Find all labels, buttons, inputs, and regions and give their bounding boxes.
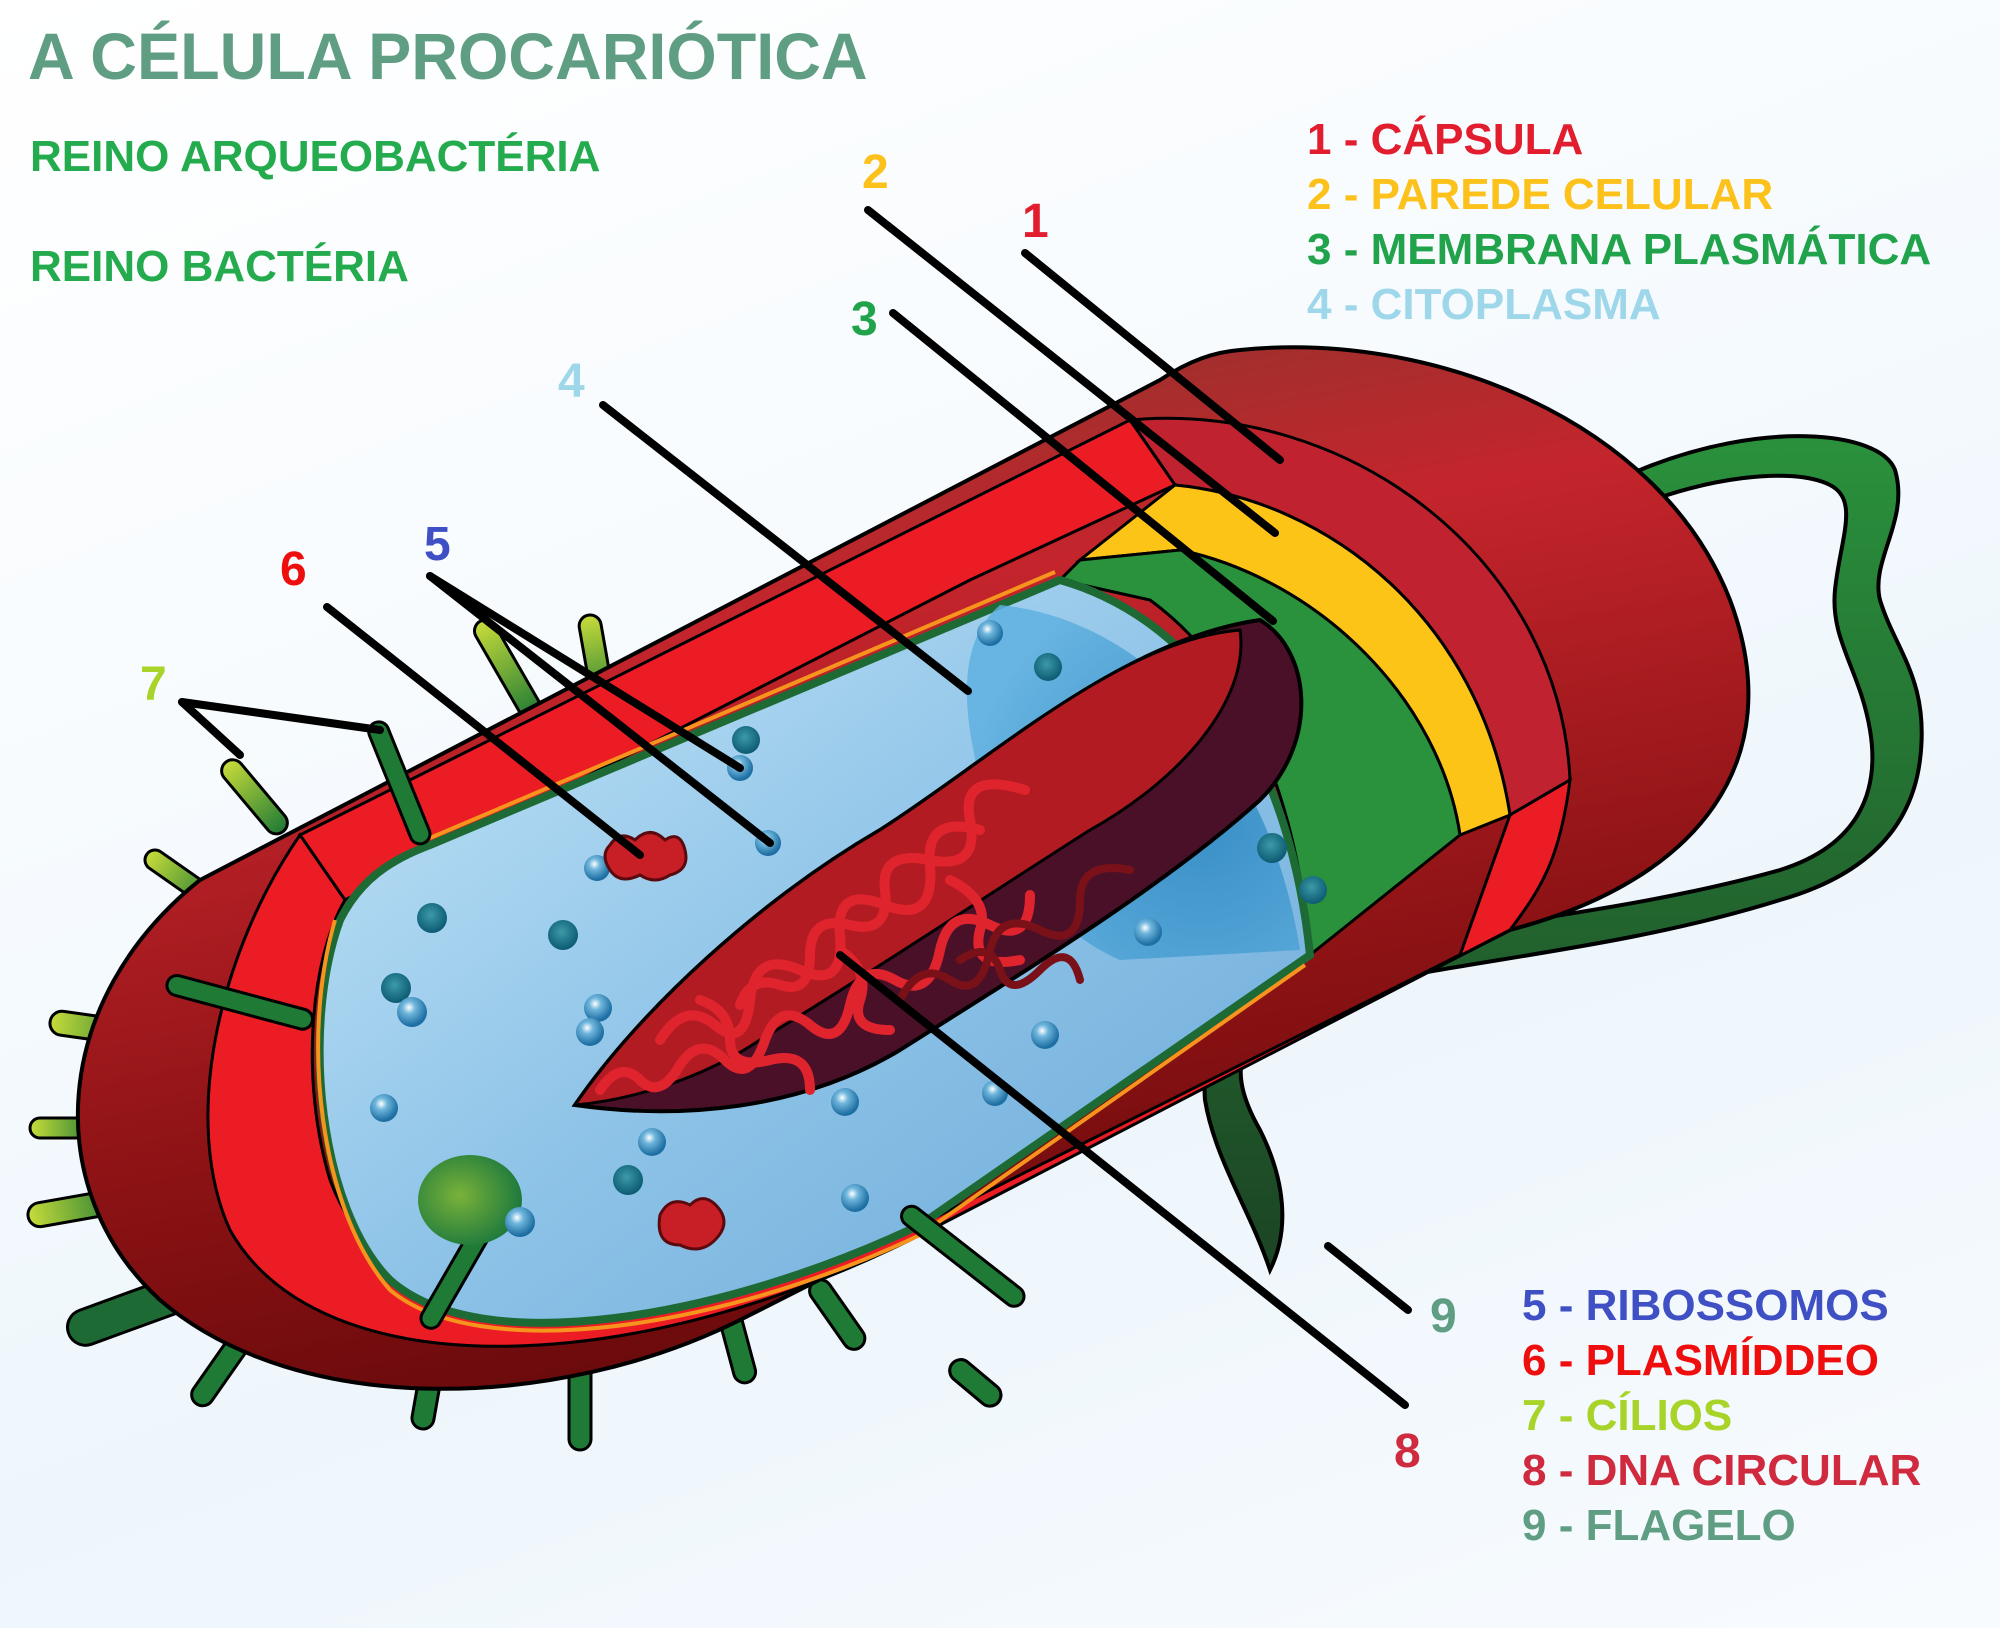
callout-number-1: 1 (1022, 195, 1049, 248)
callout-line-6 (323, 603, 644, 859)
callout-line-5a (426, 572, 744, 772)
callout-lines (178, 206, 1412, 1409)
kingdom-bacteria: REINO BACTÉRIA (30, 242, 409, 291)
callout-number-4: 4 (558, 355, 585, 408)
legend-item-circular-dna: 8 - DNA CIRCULAR (1522, 1446, 1922, 1495)
legend-item-plasma-membrane: 3 - MEMBRANA PLASMÁTICA (1307, 225, 1932, 274)
legend-item-plasmid: 6 - PLASMÍDDEO (1522, 1336, 1879, 1385)
callout-line-5b (426, 572, 774, 847)
callout-line-2 (864, 206, 1279, 537)
callout-number-3: 3 (851, 293, 878, 346)
page-title: A CÉLULA PROCARIÓTICA (28, 19, 868, 93)
legend-item-cytoplasm: 4 - CITOPLASMA (1307, 280, 1661, 329)
callout-number-6: 6 (280, 543, 307, 596)
legend-item-flagellum: 9 - FLAGELO (1522, 1501, 1796, 1550)
callout-line-3 (889, 309, 1277, 625)
membrane-orange-line (316, 570, 1307, 1333)
ribosomes (370, 620, 1327, 1212)
kingdom-archaea: REINO ARQUEOBACTÉRIA (30, 132, 601, 181)
storage-granule (418, 1155, 522, 1245)
legend-item-ribosomes: 5 - RIBOSSOMOS (1522, 1281, 1889, 1330)
callout-line-8 (836, 951, 1409, 1409)
legend-item-cilia: 7 - CÍLIOS (1522, 1391, 1733, 1440)
circular-dna (571, 617, 1304, 1114)
callout-line-9 (1324, 1242, 1412, 1314)
callout-line-7a (178, 698, 384, 734)
callout-number-2: 2 (862, 146, 889, 199)
legend-top: 1 - CÁPSULA 2 - PAREDE CELULAR 3 - MEMBR… (1307, 112, 1931, 332)
callout-number-8: 8 (1394, 1425, 1421, 1478)
callout-line-7b (178, 698, 244, 759)
callout-number-5: 5 (424, 518, 451, 571)
callout-number-7: 7 (140, 658, 167, 711)
callout-number-9: 9 (1430, 1290, 1457, 1343)
callout-line-4 (599, 401, 972, 695)
legend-item-capsule: 1 - CÁPSULA (1307, 115, 1584, 164)
legend-bottom: 5 - RIBOSSOMOS 6 - PLASMÍDDEO 7 - CÍLIOS… (1522, 1278, 1921, 1553)
flagellum (1202, 434, 1924, 1276)
legend-item-cell-wall: 2 - PAREDE CELULAR (1307, 170, 1774, 219)
callout-line-1 (1021, 249, 1284, 464)
